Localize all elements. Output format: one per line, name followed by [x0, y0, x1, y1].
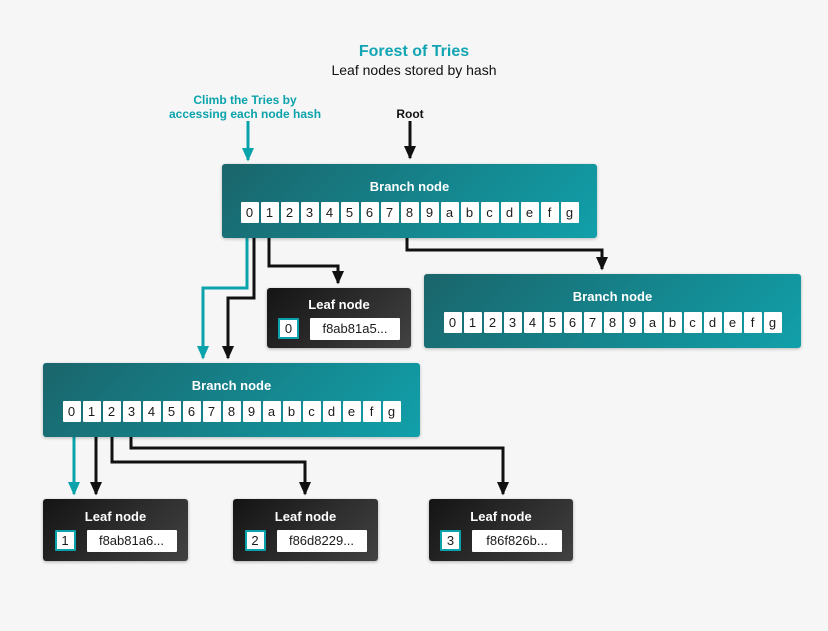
branch-cell-4: 4 [142, 401, 161, 422]
branch-cell-b: b [663, 312, 682, 333]
branch-cell-f: f [743, 312, 762, 333]
diagram-title: Forest of Tries [358, 43, 470, 60]
leaf-hash-value: f8ab81a5... [310, 317, 400, 340]
leaf-node-2: Leaf node 2 f86d8229... [233, 499, 378, 561]
branch-cell-6: 6 [360, 202, 379, 223]
leaf-hash-value: f8ab81a6... [86, 529, 177, 552]
branch-cell-9: 9 [420, 202, 439, 223]
branch-cell-c: c [480, 202, 499, 223]
branch-cell-6: 6 [563, 312, 582, 333]
branch-cell-5: 5 [543, 312, 562, 333]
edge-branch-left-cell3-to-leaf-hash3 [129, 437, 509, 496]
climb-annotation-line1: Climb the Tries by [193, 93, 297, 107]
leaf-index-cell: 0 [278, 318, 299, 339]
edge-top-cell1-to-leaf-hash0 [267, 238, 344, 285]
branch-cell-c: c [302, 401, 321, 422]
leaf-node-label: Leaf node [274, 508, 337, 524]
branch-cell-1: 1 [82, 401, 101, 422]
branch-cell-0: 0 [62, 401, 81, 422]
branch-cell-e: e [520, 202, 539, 223]
branch-cell-e: e [723, 312, 742, 333]
diagram-subtitle: Leaf nodes stored by hash [331, 62, 497, 78]
branch-cell-d: d [703, 312, 722, 333]
branch-cell-5: 5 [162, 401, 181, 422]
leaf-hash-value: f86f826b... [472, 529, 562, 552]
branch-cell-7: 7 [583, 312, 602, 333]
root-annotation: Root [396, 107, 424, 121]
leaf-index-cell: 2 [244, 530, 266, 551]
leaf-node-row: 0 f8ab81a5... [278, 317, 400, 340]
branch-cell-a: a [440, 202, 459, 223]
leaf-node-label: Leaf node [308, 296, 370, 312]
branch-node-label: Branch node [191, 378, 272, 393]
climb-annotation: Climb the Tries by accessing each node h… [115, 93, 375, 121]
branch-cell-4: 4 [320, 202, 339, 223]
leaf-node-label: Leaf node [470, 508, 532, 524]
branch-cell-e: e [342, 401, 361, 422]
climb-annotation-line2: accessing each node hash [168, 107, 322, 121]
branch-cell-b: b [282, 401, 301, 422]
leaf-hash-value: f86d8229... [276, 529, 367, 552]
branch-cell-a: a [262, 401, 281, 422]
leaf-index-cell: 1 [54, 530, 76, 551]
branch-node-label: Branch node [572, 289, 653, 304]
branch-cell-2: 2 [483, 312, 502, 333]
leaf-node-label: Leaf node [84, 508, 147, 524]
leaf-node-row: 2 f86d8229... [244, 529, 367, 552]
branch-cell-3: 3 [300, 202, 319, 223]
branch-cell-1: 1 [463, 312, 482, 333]
branch-cell-3: 3 [122, 401, 141, 422]
branch-cell-7: 7 [380, 202, 399, 223]
leaf-node-0: Leaf node 0 f8ab81a5... [267, 288, 411, 348]
branch-cell-4: 4 [523, 312, 542, 333]
branch-cell-2: 2 [280, 202, 299, 223]
branch-cell-9: 9 [623, 312, 642, 333]
leaf-node-row: 1 f8ab81a6... [54, 529, 177, 552]
branch-cell-f: f [540, 202, 559, 223]
leaf-index-cell: 3 [440, 530, 461, 551]
edge-branch-left-cell2-to-leaf-hash2 [110, 437, 311, 496]
branch-cell-b: b [460, 202, 479, 223]
branch-cell-2: 2 [102, 401, 121, 422]
branch-cell-5: 5 [340, 202, 359, 223]
branch-cell-9: 9 [242, 401, 261, 422]
branch-cell-g: g [382, 401, 401, 422]
branch-node-label: Branch node [369, 179, 450, 194]
branch-cell-c: c [683, 312, 702, 333]
branch-cell-g: g [763, 312, 782, 333]
branch-cell-8: 8 [603, 312, 622, 333]
branch-cell-6: 6 [182, 401, 201, 422]
leaf-node-row: 3 f86f826b... [440, 529, 562, 552]
leaf-node-1: Leaf node 1 f8ab81a6... [43, 499, 188, 561]
branch-cell-0: 0 [443, 312, 462, 333]
branch-cell-d: d [322, 401, 341, 422]
branch-cell-3: 3 [503, 312, 522, 333]
edge-top-cell0-to-branch-left-accent [197, 238, 249, 360]
edge-top-cell0-to-branch-left [222, 238, 256, 360]
branch-cell-8: 8 [400, 202, 419, 223]
branch-cell-7: 7 [202, 401, 221, 422]
branch-cell-8: 8 [222, 401, 241, 422]
branch-cell-g: g [560, 202, 579, 223]
branch-cell-d: d [500, 202, 519, 223]
branch-cell-a: a [643, 312, 662, 333]
branch-cell-1: 1 [260, 202, 279, 223]
branch-cell-f: f [362, 401, 381, 422]
leaf-node-3: Leaf node 3 f86f826b... [429, 499, 573, 561]
edge-top-cell8-to-branch-right [405, 238, 608, 271]
branch-cell-0: 0 [240, 202, 259, 223]
